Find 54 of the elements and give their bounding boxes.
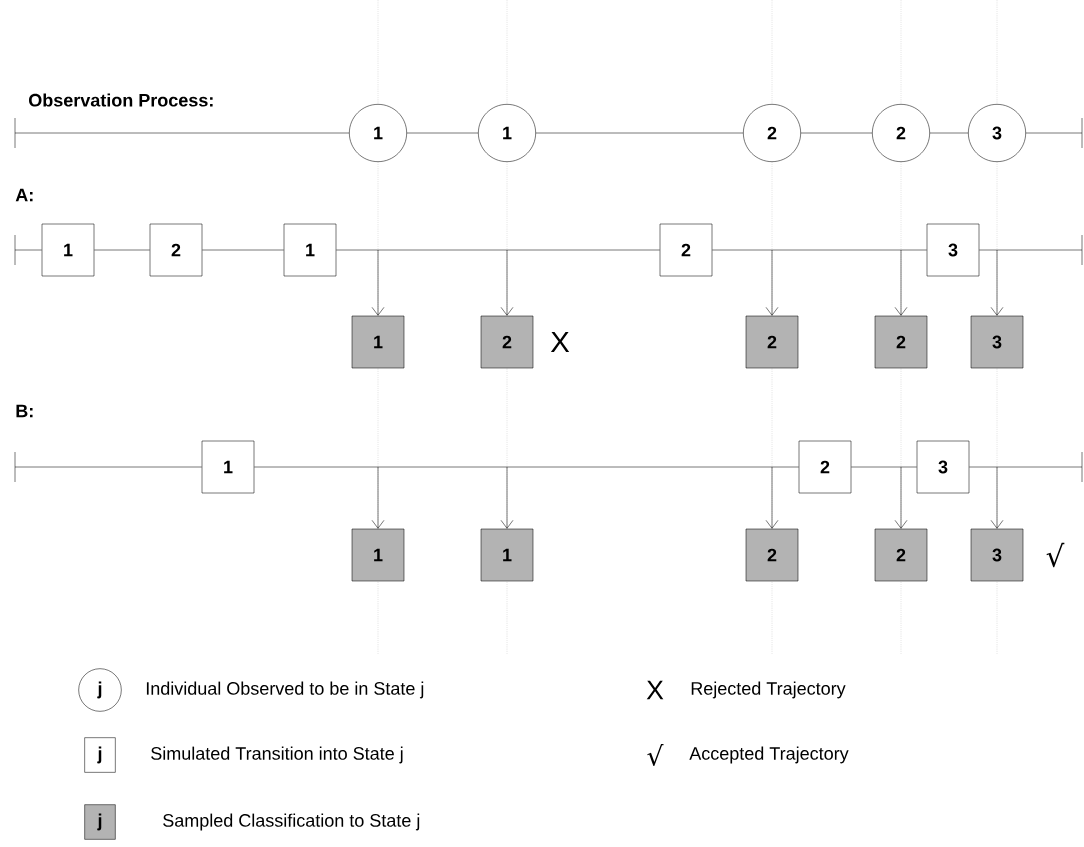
classification-box: 2 <box>745 315 799 369</box>
arrow <box>765 249 779 316</box>
legend-text: Accepted Trajectory <box>689 746 849 764</box>
timeline-segment <box>406 132 479 134</box>
arrow <box>894 249 908 316</box>
timeline-segment <box>969 466 1083 468</box>
classification-box: 2 <box>480 315 534 369</box>
timeline-segment <box>202 249 284 251</box>
legend-text: Individual Observed to be in State j <box>146 681 424 699</box>
timeline-segment <box>336 249 660 251</box>
timeline-segment <box>14 466 202 468</box>
arrow <box>371 249 385 316</box>
arrow <box>500 466 514 529</box>
transition-box: 3 <box>916 440 970 494</box>
timeline-segment <box>254 466 799 468</box>
arrow <box>894 466 908 529</box>
transition-box: 2 <box>149 223 203 277</box>
transition-box: 2 <box>798 440 852 494</box>
timeline-segment <box>929 132 969 134</box>
classification-box: 3 <box>970 315 1024 369</box>
timeline-segment <box>712 249 927 251</box>
classification-box: 1 <box>480 528 534 582</box>
arrow <box>765 466 779 529</box>
arrow <box>500 249 514 316</box>
transition-box: 3 <box>926 223 980 277</box>
row-label: A: <box>15 188 33 202</box>
transition-box: 2 <box>659 223 713 277</box>
legend-symbol: √ <box>647 743 664 767</box>
classification-box: 2 <box>745 528 799 582</box>
classification-box: 2 <box>874 315 928 369</box>
arrow <box>990 466 1004 529</box>
row-label: Observation Process: <box>29 93 213 107</box>
transition-box: 1 <box>201 440 255 494</box>
classification-box: 1 <box>351 528 405 582</box>
timeline-segment <box>1025 132 1083 134</box>
legend-symbol: X <box>646 680 664 700</box>
transition-box: 1 <box>41 223 95 277</box>
legend-text: Rejected Trajectory <box>691 681 846 699</box>
timeline-segment <box>94 249 150 251</box>
timeline-segment <box>535 132 744 134</box>
legend-text: Sampled Classification to State j <box>163 813 420 831</box>
classification-box: 3 <box>970 528 1024 582</box>
timeline-segment <box>979 249 1083 251</box>
classification-box: 2 <box>874 528 928 582</box>
timeline-segment <box>14 249 42 251</box>
row-label: B: <box>16 404 33 418</box>
transition-box: 1 <box>283 223 337 277</box>
legend-text: Simulated Transition into State j <box>151 746 403 764</box>
timeline-segment <box>851 466 917 468</box>
arrow <box>990 249 1004 316</box>
classification-box: 1 <box>351 315 405 369</box>
arrow <box>371 466 385 529</box>
timeline-segment <box>14 132 350 134</box>
timeline-segment <box>800 132 873 134</box>
